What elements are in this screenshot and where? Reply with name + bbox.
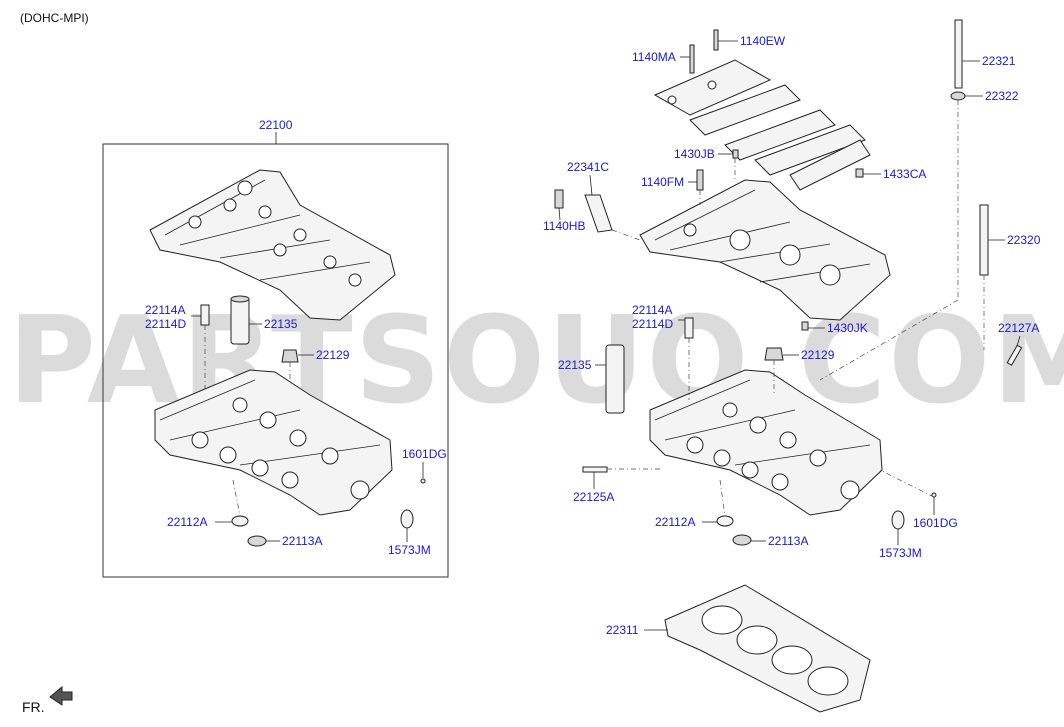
- part-label-22320[interactable]: 22320: [1007, 233, 1041, 247]
- part-label-22321[interactable]: 22321: [982, 54, 1016, 68]
- bracket-22341C: [584, 194, 613, 233]
- camshaft-carrier-right: [639, 179, 891, 321]
- spark-plug-tube-right: [605, 344, 625, 414]
- dowel-pin-right: [684, 317, 694, 339]
- part-label-22114D-left[interactable]: 22114D: [145, 317, 186, 331]
- stud-22125A: [582, 466, 608, 473]
- pin-1433CA: [855, 168, 864, 178]
- part-label-1140MA[interactable]: 1140MA: [632, 50, 676, 64]
- part-label-22112A-right[interactable]: 22112A: [655, 515, 695, 529]
- part-label-22127A[interactable]: 22127A: [998, 321, 1039, 335]
- part-label-22129-right[interactable]: 22129: [801, 348, 835, 362]
- part-label-22311[interactable]: 22311: [606, 623, 639, 637]
- part-label-22113A-left[interactable]: 22113A: [282, 534, 322, 548]
- leader-1140HB: [558, 207, 561, 221]
- part-label-22114A-left[interactable]: 22114A: [145, 303, 185, 317]
- front-arrow-icon: [49, 685, 73, 706]
- washer-22322: [950, 91, 966, 101]
- part-label-22112A-left[interactable]: 22112A: [167, 515, 207, 529]
- front-direction-label: FR.: [22, 699, 45, 715]
- part-label-1140HB[interactable]: 1140HB: [543, 219, 585, 233]
- cylinder-head-left: [154, 369, 393, 516]
- seal-22112A-left: [231, 515, 249, 527]
- part-label-1430JK[interactable]: 1430JK: [827, 321, 868, 335]
- seal-22113A-right: [732, 534, 752, 546]
- pin-1430JK: [801, 321, 809, 331]
- seal-22112A-right: [716, 515, 734, 527]
- part-label-1573JM-left[interactable]: 1573JM: [388, 543, 431, 557]
- dash-seal-right: [719, 479, 726, 517]
- part-label-22341C[interactable]: 22341C: [567, 160, 609, 174]
- stud-22127A: [1006, 344, 1023, 366]
- cylinder-head-right: [649, 369, 883, 516]
- pin-1430JB: [732, 149, 739, 159]
- camshaft-bearing-caps: [653, 59, 871, 191]
- part-label-22113A-right[interactable]: 22113A: [768, 534, 808, 548]
- part-label-22114A-right[interactable]: 22114A: [632, 303, 672, 317]
- plug-1573JM-right: [891, 510, 905, 530]
- part-label-1573JM-right[interactable]: 1573JM: [879, 546, 922, 560]
- dash-1601DG-right: [879, 469, 935, 498]
- part-label-22100[interactable]: 22100: [259, 118, 293, 132]
- bolt-22320: [979, 204, 989, 276]
- tube-top-left: [230, 295, 250, 303]
- part-label-22114D-right[interactable]: 22114D: [632, 317, 673, 331]
- part-label-22135-right[interactable]: 22135: [558, 358, 592, 372]
- leader-22127A: [1016, 335, 1021, 347]
- dowel-pin-left: [200, 304, 210, 326]
- part-label-22135-left[interactable]: 22135: [264, 317, 298, 331]
- part-label-22129-left[interactable]: 22129: [316, 348, 350, 362]
- variant-title: (DOHC-MPI): [20, 11, 89, 25]
- spark-plug-tube-left: [230, 297, 250, 345]
- dash-seal-left: [232, 479, 241, 517]
- assembly-frame: [102, 143, 449, 578]
- bolt-1140EW: [713, 29, 719, 51]
- plug-1573JM-left: [400, 509, 414, 529]
- part-label-1430JB[interactable]: 1430JB: [674, 147, 715, 161]
- part-label-22322[interactable]: 22322: [985, 89, 1019, 103]
- part-label-1433CA[interactable]: 1433CA: [883, 167, 926, 181]
- camshaft-carrier-left: [149, 169, 396, 321]
- part-label-22125A[interactable]: 22125A: [573, 490, 614, 504]
- leader-22341C: [589, 174, 593, 196]
- part-label-1140FM[interactable]: 1140FM: [641, 175, 684, 189]
- seal-22113A-left: [247, 535, 267, 547]
- bolt-1140FM: [696, 169, 704, 191]
- part-label-1601DG-left[interactable]: 1601DG: [402, 447, 447, 461]
- dash-22321-b: [819, 299, 959, 381]
- pin-1601DG-left: [420, 478, 426, 484]
- bolt-1140MA: [689, 44, 695, 74]
- head-gasket-22311: [664, 584, 871, 713]
- part-label-1140EW[interactable]: 1140EW: [740, 34, 786, 48]
- cap-22129-left: [281, 349, 299, 363]
- bolt-22321: [954, 19, 963, 89]
- bolt-1140HB: [554, 189, 564, 209]
- part-label-1601DG-right[interactable]: 1601DG: [913, 516, 958, 530]
- dash-22341C: [611, 229, 641, 241]
- cap-22129-right: [764, 347, 784, 361]
